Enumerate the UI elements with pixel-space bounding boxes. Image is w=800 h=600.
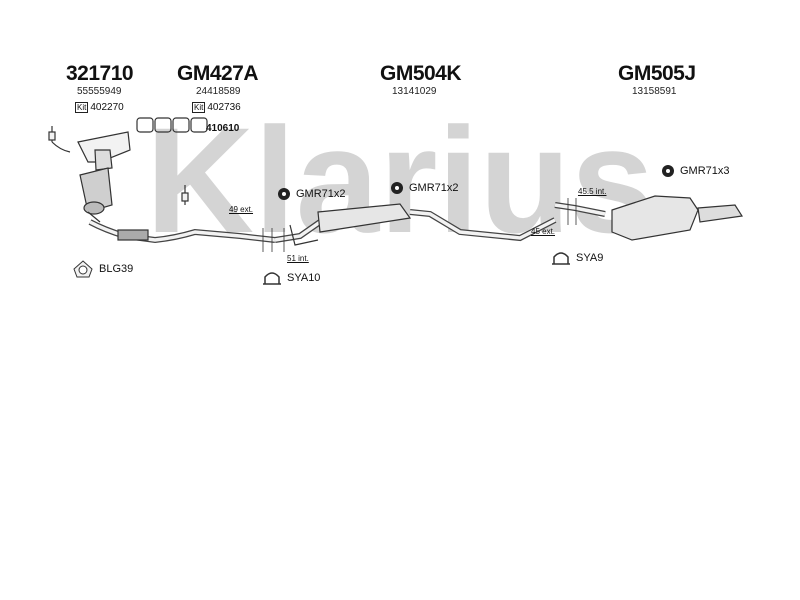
kit-row: Kit 402736	[192, 102, 241, 113]
dimension-49-ext: 49 ext.	[229, 205, 254, 214]
kit-number: 402736	[207, 102, 241, 113]
fitting-label: SYA9	[576, 252, 604, 264]
dimension-45-5-int: 45.5 int.	[578, 187, 607, 196]
fitting-label: GMR71x2	[409, 182, 459, 194]
fitting-sya10: SYA10	[262, 270, 320, 286]
fitting-gmr71x2-b: GMR71x2	[390, 181, 459, 195]
kit-number: 402270	[90, 102, 124, 113]
oe-number: 55555949	[77, 86, 122, 97]
fitting-sya9: SYA9	[551, 250, 603, 266]
kit-row: Kit 402270	[75, 102, 124, 113]
rubber-mount-icon	[278, 188, 290, 200]
part-code-gm505j: GM505J	[618, 62, 696, 85]
oxygen-sensor-icon	[48, 126, 71, 153]
fitting-gmr71x2-a: GMR71x2	[277, 187, 346, 201]
part-code-321710: 321710	[66, 62, 134, 85]
fitting-label: GMR71x2	[296, 188, 346, 200]
clamp-icon	[263, 272, 281, 285]
fitting-blg39: BLG39	[72, 259, 133, 279]
oe-number: 24418589	[196, 86, 241, 97]
middle-pipe-icon	[274, 203, 557, 246]
part-code-gm504k: GM504K	[380, 62, 462, 85]
rubber-mount-icon	[391, 182, 403, 194]
part-code-gm427a: GM427A	[177, 62, 259, 85]
fitting-gmr71x3: GMR71x3	[661, 164, 730, 178]
rubber-mount-icon	[662, 165, 674, 177]
manifold-catalyst-icon	[77, 131, 131, 223]
fitting-label: GMR71x3	[680, 165, 730, 177]
rear-silencer-icon	[554, 195, 744, 241]
gasket-ring-icon	[73, 260, 93, 278]
fitting-label: BLG39	[99, 263, 134, 275]
oe-number: 13141029	[392, 86, 437, 97]
fitting-label: SYA10	[287, 272, 321, 284]
dimension-45-ext: 45 ext.	[531, 227, 556, 236]
dimension-51-int: 51 int.	[287, 254, 309, 263]
kit-tag: Kit	[192, 102, 206, 113]
oe-number: 13158591	[632, 86, 677, 97]
kit-tag: Kit	[75, 102, 89, 113]
clamp-icon	[552, 252, 570, 265]
gasket-code: 410610	[206, 123, 240, 134]
front-pipe-icon	[88, 185, 276, 244]
manifold-gasket-icon	[136, 117, 208, 133]
